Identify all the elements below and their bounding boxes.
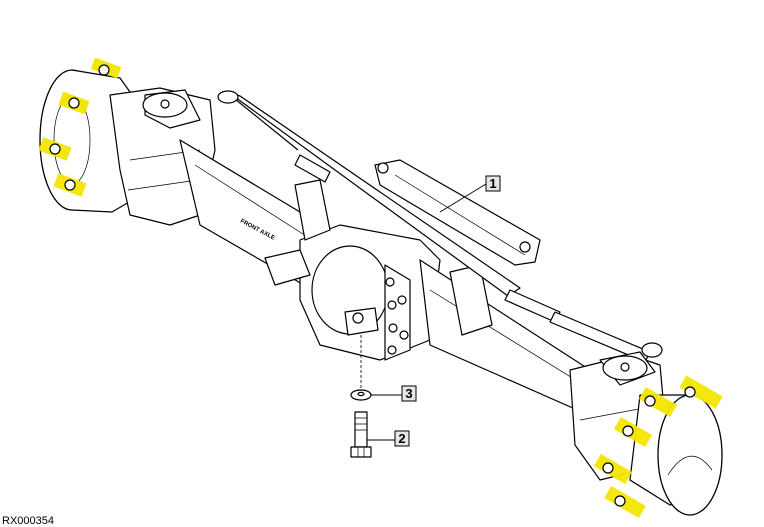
callout-1: 1 <box>439 175 501 213</box>
callout-1-number: 1 <box>489 176 496 191</box>
callout-2-number: 2 <box>398 431 405 446</box>
right-wheel-hub <box>593 375 723 519</box>
mounting-bolt <box>350 411 372 458</box>
callout-3-number: 3 <box>405 386 412 401</box>
left-knuckle <box>109 87 216 226</box>
figure-code: RX000354 <box>2 515 54 527</box>
left-hub-studs <box>38 57 122 197</box>
washer <box>350 389 372 401</box>
callout-3: 3 <box>371 385 417 402</box>
pivot-bracket <box>374 159 541 266</box>
tie-rod <box>217 90 663 363</box>
right-hub-studs <box>593 375 723 519</box>
callout-2: 2 <box>367 430 410 447</box>
axle-housing <box>179 139 601 421</box>
